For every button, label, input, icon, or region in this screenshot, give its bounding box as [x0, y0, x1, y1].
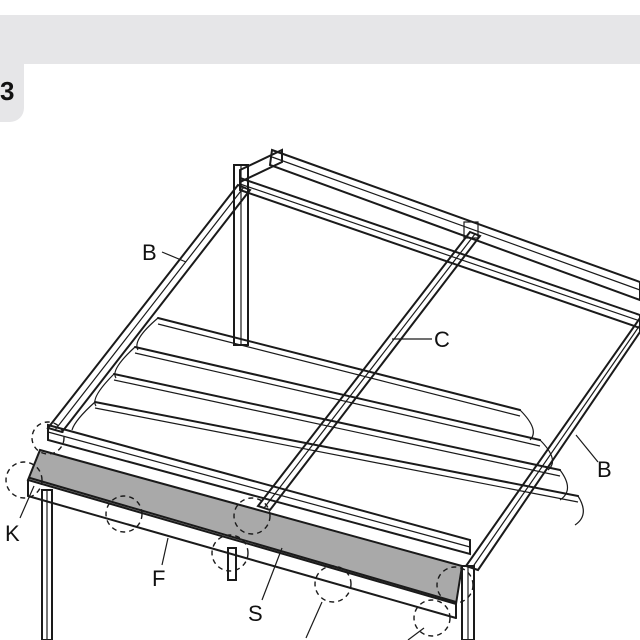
callout-center-rail: C: [434, 327, 450, 352]
callout-beam-top: B: [142, 240, 157, 265]
center-support: [227, 547, 237, 581]
leader-lines: [19, 251, 599, 640]
callout-corner-bracket: K: [5, 521, 20, 546]
back-beam: [239, 148, 640, 330]
callout-shade: S: [248, 601, 263, 626]
shade-slats: [71, 317, 584, 526]
left-side-beam: [46, 183, 252, 434]
front-left-post: [41, 489, 53, 640]
step-tab: [0, 64, 24, 122]
callout-beam-right: B: [597, 457, 612, 482]
callout-front-bar: F: [152, 566, 165, 591]
right-side-beam: [464, 316, 640, 572]
header-band: [0, 15, 640, 64]
step-number: 3: [0, 76, 15, 106]
detail-circles: [5, 421, 474, 637]
front-beam: [47, 423, 471, 556]
front-right-post: [461, 565, 475, 640]
shade-panel: [26, 448, 464, 619]
